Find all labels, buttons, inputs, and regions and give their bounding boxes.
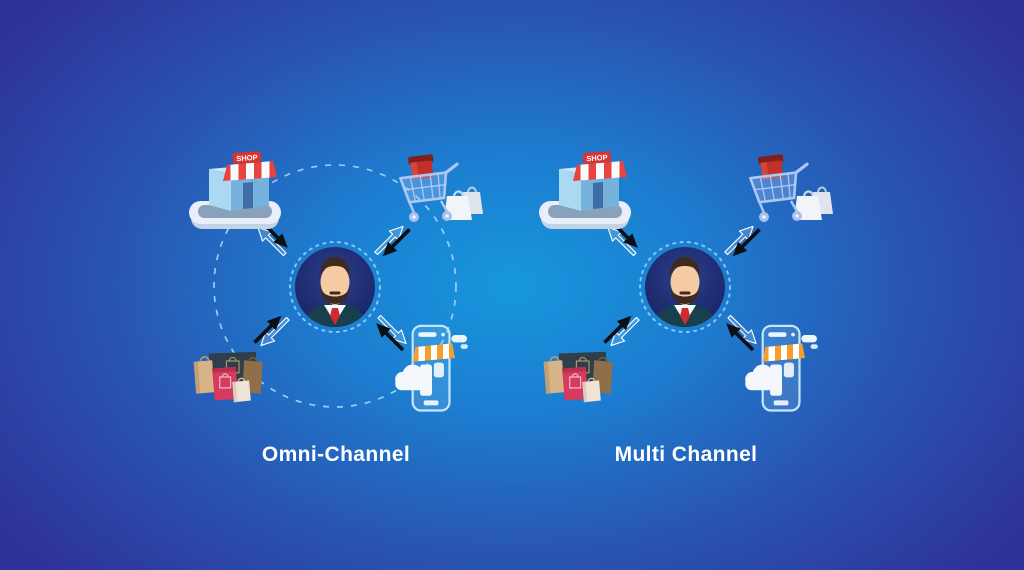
retail-store-icon [185,149,285,231]
shopping-bags-icon [192,346,276,408]
omni-channel-label: Omni-Channel [261,443,411,466]
omni-outer-dashed-circle [213,164,457,408]
customer-avatar [287,239,383,335]
shopping-bags-icon [542,346,626,408]
retail-store-icon [535,149,635,231]
customer-avatar [637,239,733,335]
multi-channel-label: Multi Channel [614,443,758,466]
mobile-shopping-app-icon [740,324,824,416]
mobile-shopping-app-icon [390,324,474,416]
diagram-multi-channel: Multi Channel [530,140,842,480]
shopping-cart-icon [737,150,837,230]
shopping-cart-icon [387,150,487,230]
diagram-omni-channel: Omni-Channel [180,140,492,480]
